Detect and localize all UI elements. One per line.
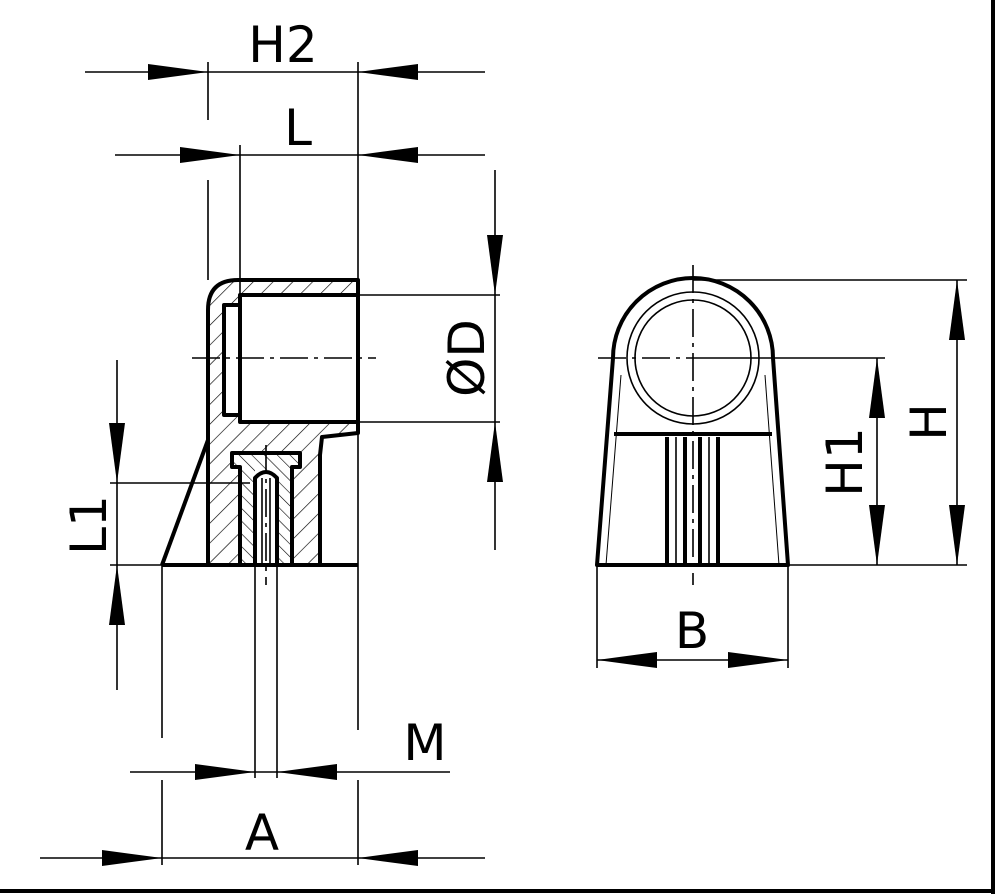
arrowhead <box>180 147 240 163</box>
dim-label-h1: H1 <box>816 427 874 496</box>
dim-label-diameter-d: ØD <box>438 319 496 397</box>
extension-lines <box>110 62 500 865</box>
inner-taper-line <box>764 374 780 566</box>
body-outline <box>206 278 360 565</box>
arrowhead <box>597 652 657 668</box>
arrowhead <box>949 505 965 565</box>
dim-label-h2: H2 <box>248 16 317 74</box>
front-outline <box>595 276 790 567</box>
dim-label-m: M <box>403 714 446 772</box>
dim-label-l1: L1 <box>60 495 118 555</box>
arrowhead <box>195 764 255 780</box>
arrowhead <box>949 280 965 340</box>
dim-label-b: B <box>675 602 709 660</box>
arrowhead <box>109 565 125 625</box>
arrowhead <box>148 64 208 80</box>
recess-outline <box>222 303 240 417</box>
arrowhead <box>869 505 885 565</box>
dimension-arrows <box>102 64 965 866</box>
cone-edge <box>160 439 210 566</box>
arrowhead <box>358 147 418 163</box>
dim-label-h: H <box>900 403 958 441</box>
arrowhead <box>358 850 418 866</box>
arrowhead <box>487 235 503 295</box>
side-section-view: H2 L ØD L1 M A <box>40 16 500 865</box>
arrowhead <box>102 850 162 866</box>
arrowhead <box>869 358 885 418</box>
arrowhead <box>728 652 788 668</box>
insert-hatch <box>232 453 300 565</box>
dim-label-a: A <box>245 804 279 862</box>
dim-label-l: L <box>284 99 312 157</box>
ribs <box>665 437 720 565</box>
arrowhead <box>277 764 337 780</box>
front-view: B H1 H <box>595 265 967 668</box>
arrowhead <box>109 423 125 483</box>
arrowhead <box>487 422 503 482</box>
inner-taper-line <box>605 374 622 566</box>
arrowhead <box>358 64 418 80</box>
